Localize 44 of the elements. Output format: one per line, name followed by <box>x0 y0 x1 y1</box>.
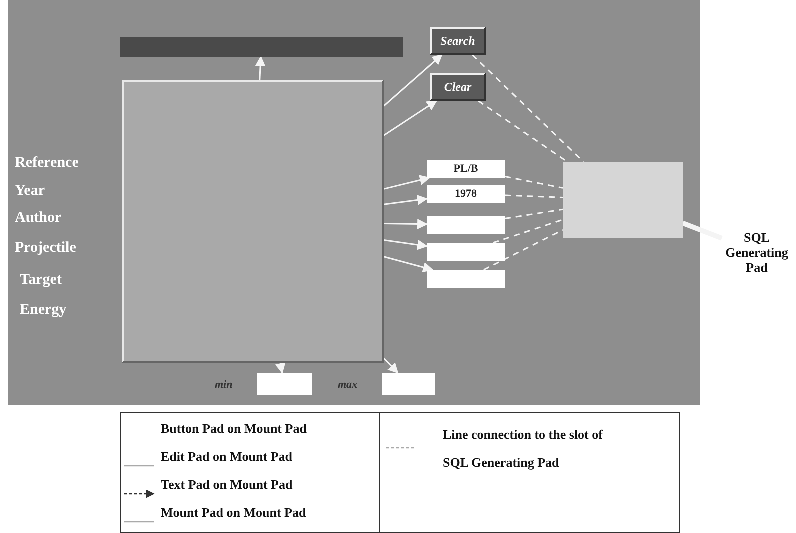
legend-text: Edit Pad on Mount Pad <box>161 449 292 465</box>
arrow <box>384 256 434 273</box>
arrow <box>384 54 443 107</box>
arrow <box>384 195 428 206</box>
arrow <box>384 219 428 230</box>
field-label: Projectile <box>15 240 76 257</box>
mount-pad <box>122 80 384 363</box>
range-label: min <box>215 379 233 391</box>
dashed-connector <box>492 219 564 244</box>
leader-line <box>682 220 723 241</box>
input-field <box>427 270 505 288</box>
dashed-connector <box>472 54 584 163</box>
input-field <box>427 243 505 261</box>
dashed-connector <box>504 176 564 189</box>
field-label: Author <box>15 210 62 227</box>
input-field: PL/B <box>427 160 505 178</box>
input-field <box>257 373 312 395</box>
field-label: Reference <box>15 155 79 172</box>
dashed-connector <box>484 230 564 271</box>
dashed-connector <box>478 100 568 163</box>
field-label: Energy <box>20 302 67 319</box>
sql-pad <box>563 162 683 238</box>
arrow <box>384 240 428 250</box>
arrow <box>384 100 438 136</box>
input-field <box>382 373 435 395</box>
dashed-connector <box>504 194 564 198</box>
field-label: Year <box>15 183 45 200</box>
input-field <box>427 216 505 234</box>
range-label: max <box>338 379 358 391</box>
arrow <box>383 358 399 374</box>
dashed-connector <box>504 208 564 220</box>
arrow <box>275 362 286 374</box>
legend-text: Mount Pad on Mount Pad <box>161 505 306 521</box>
legend-text: Line connection to the slot of SQL Generating Pad <box>443 426 604 472</box>
field-label: Target <box>20 272 62 289</box>
callout-text: SQL Generating Pad <box>722 228 792 276</box>
legend-text: Text Pad on Mount Pad <box>161 477 293 493</box>
button: Search <box>430 27 486 55</box>
input-field: 1978 <box>427 185 505 203</box>
legend-text: Button Pad on Mount Pad <box>161 421 307 437</box>
button: Clear <box>430 73 486 101</box>
title-bar <box>120 37 403 57</box>
arrow <box>255 56 266 80</box>
arrow <box>384 175 431 190</box>
